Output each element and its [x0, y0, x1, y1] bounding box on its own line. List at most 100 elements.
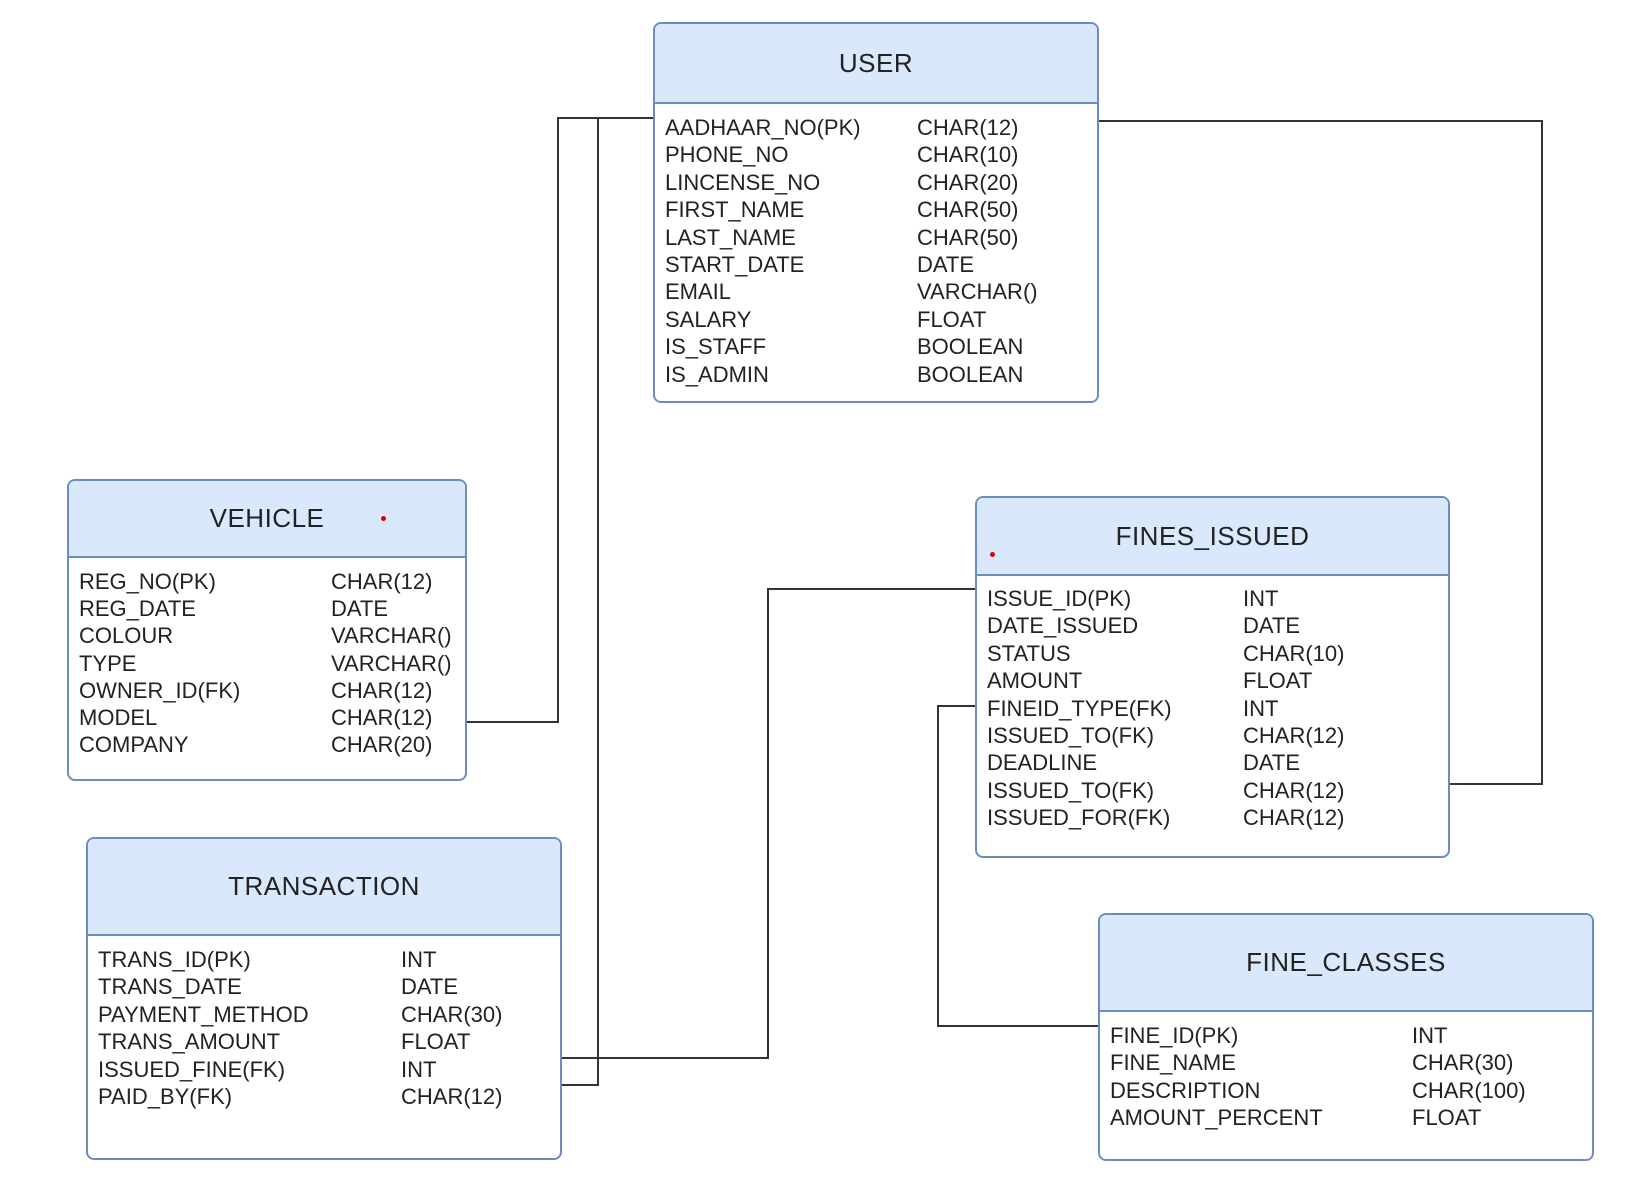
field-name: OWNER_ID(FK): [79, 677, 241, 703]
field-name: PHONE_NO: [665, 142, 789, 168]
field-row[interactable]: LINCENSE_NO CHAR(20): [665, 169, 1091, 196]
field-row[interactable]: TYPE VARCHAR(): [79, 650, 459, 677]
entity-user[interactable]: USER AADHAAR_NO(PK) CHAR(12) PHONE_NO CHAR(…: [653, 22, 1099, 403]
field-row[interactable]: ISSUE_ID(PK)INT: [987, 585, 1442, 612]
field-name: DEADLINE: [987, 750, 1098, 776]
field-name: START_DATE: [665, 252, 805, 277]
connector-fines-issued-transaction: [560, 588, 977, 1059]
field-name: TRANS_ID(PK): [98, 947, 251, 972]
connector-user-transaction: [560, 117, 655, 1086]
field-name: ISSUED_TO(FK): [987, 723, 1155, 748]
field-name: FIRST_NAME: [665, 197, 805, 223]
field-name: FINEID_TYPE(FK): [987, 695, 1172, 721]
field-row[interactable]: ISSUED_TO(FK)CHAR(12): [987, 722, 1442, 749]
field-name: ISSUE_ID(PK): [987, 586, 1132, 611]
field-type: CHAR(20): [331, 732, 433, 758]
field-type: CHAR(12): [331, 677, 433, 703]
field-type: CHAR(12): [331, 569, 433, 594]
field-type: CHAR(12): [401, 1084, 503, 1109]
field-type: CHAR(12): [917, 115, 1019, 140]
field-name: COMPANY: [79, 732, 189, 758]
marker-dot-vehicle: [381, 516, 386, 521]
field-name: AMOUNT_PERCENT: [1110, 1105, 1323, 1131]
field-type: CHAR(20): [917, 169, 1019, 195]
entity-header-fine-classes: FINE_CLASSES: [1100, 915, 1592, 1012]
field-row[interactable]: REG_NO(PK) CHAR(12): [79, 568, 459, 595]
field-row[interactable]: AADHAAR_NO(PK) CHAR(12): [665, 114, 1091, 141]
field-row[interactable]: SALARY FLOAT: [665, 306, 1091, 333]
marker-dot-fines-issued: [990, 552, 995, 557]
field-row[interactable]: IS_STAFF BOOLEAN: [665, 333, 1091, 360]
field-name: TRANS_AMOUNT: [98, 1029, 281, 1055]
field-type: CHAR(30): [401, 1001, 503, 1027]
field-name: ISSUED_TO(FK): [987, 777, 1155, 803]
field-row[interactable]: ISSUED_TO(FK)CHAR(12): [987, 777, 1442, 804]
field-type: VARCHAR(): [331, 623, 452, 649]
field-type: VARCHAR(): [331, 650, 452, 676]
field-type: BOOLEAN: [917, 361, 1024, 387]
field-name: EMAIL: [665, 279, 732, 305]
field-type: INT: [1243, 695, 1279, 721]
field-row[interactable]: PHONE_NO CHAR(10): [665, 141, 1091, 168]
field-name: IS_STAFF: [665, 334, 767, 360]
field-row[interactable]: FIRST_NAME CHAR(50): [665, 196, 1091, 223]
field-name: SALARY: [665, 306, 752, 332]
entity-title-user: USER: [838, 47, 914, 78]
field-row[interactable]: FINEID_TYPE(FK) INT: [987, 695, 1442, 722]
field-row[interactable]: ISSUED_FINE(FK)INT: [98, 1056, 554, 1083]
field-name: TRANS_DATE: [98, 974, 242, 1000]
field-row[interactable]: COMPANY CHAR(20): [79, 731, 459, 758]
field-type: FLOAT: [917, 306, 987, 332]
field-name: REG_NO(PK): [79, 569, 216, 594]
field-type: CHAR(50): [917, 197, 1019, 223]
field-name: REG_DATE: [79, 596, 196, 622]
field-row[interactable]: PAID_BY(FK) CHAR(12): [98, 1083, 554, 1110]
field-name: PAID_BY(FK): [98, 1084, 233, 1109]
entity-header-transaction: TRANSACTION: [88, 839, 560, 936]
field-name: MODEL: [79, 705, 158, 730]
field-row[interactable]: ISSUED_FOR(FK)CHAR(12): [987, 804, 1442, 831]
field-name: STATUS: [987, 640, 1071, 666]
field-type: INT: [401, 1056, 437, 1082]
field-row[interactable]: OWNER_ID(FK) CHAR(12): [79, 677, 459, 704]
field-row[interactable]: TRANS_ID(PK)INT: [98, 946, 554, 973]
field-name: AADHAAR_NO(PK): [665, 115, 861, 140]
field-name: FINE_NAME: [1110, 1050, 1236, 1076]
field-row[interactable]: TRANS_DATE DATE: [98, 973, 554, 1000]
field-row[interactable]: AMOUNT_PERCENT FLOAT: [1110, 1104, 1586, 1131]
field-type: BOOLEAN: [917, 334, 1024, 360]
field-type: DATE: [401, 974, 459, 1000]
field-type: CHAR(10): [917, 142, 1019, 168]
entity-title-transaction: TRANSACTION: [228, 871, 420, 901]
field-name: AMOUNT: [987, 668, 1083, 694]
field-type: CHAR(100): [1412, 1077, 1526, 1103]
field-type: DATE: [331, 596, 389, 622]
entity-title-fines-issued: FINES_ISSUED: [1115, 520, 1310, 551]
entity-header-vehicle: VEHICLE: [69, 481, 465, 558]
field-row[interactable]: REG_DATE DATE: [79, 595, 459, 622]
field-name: TYPE: [79, 650, 137, 676]
field-type: FLOAT: [1412, 1105, 1482, 1131]
field-row[interactable]: FINE_ID(PK)INT: [1110, 1022, 1586, 1049]
field-name: LINCENSE_NO: [665, 169, 821, 195]
field-name: FINE_ID(PK): [1110, 1023, 1239, 1048]
